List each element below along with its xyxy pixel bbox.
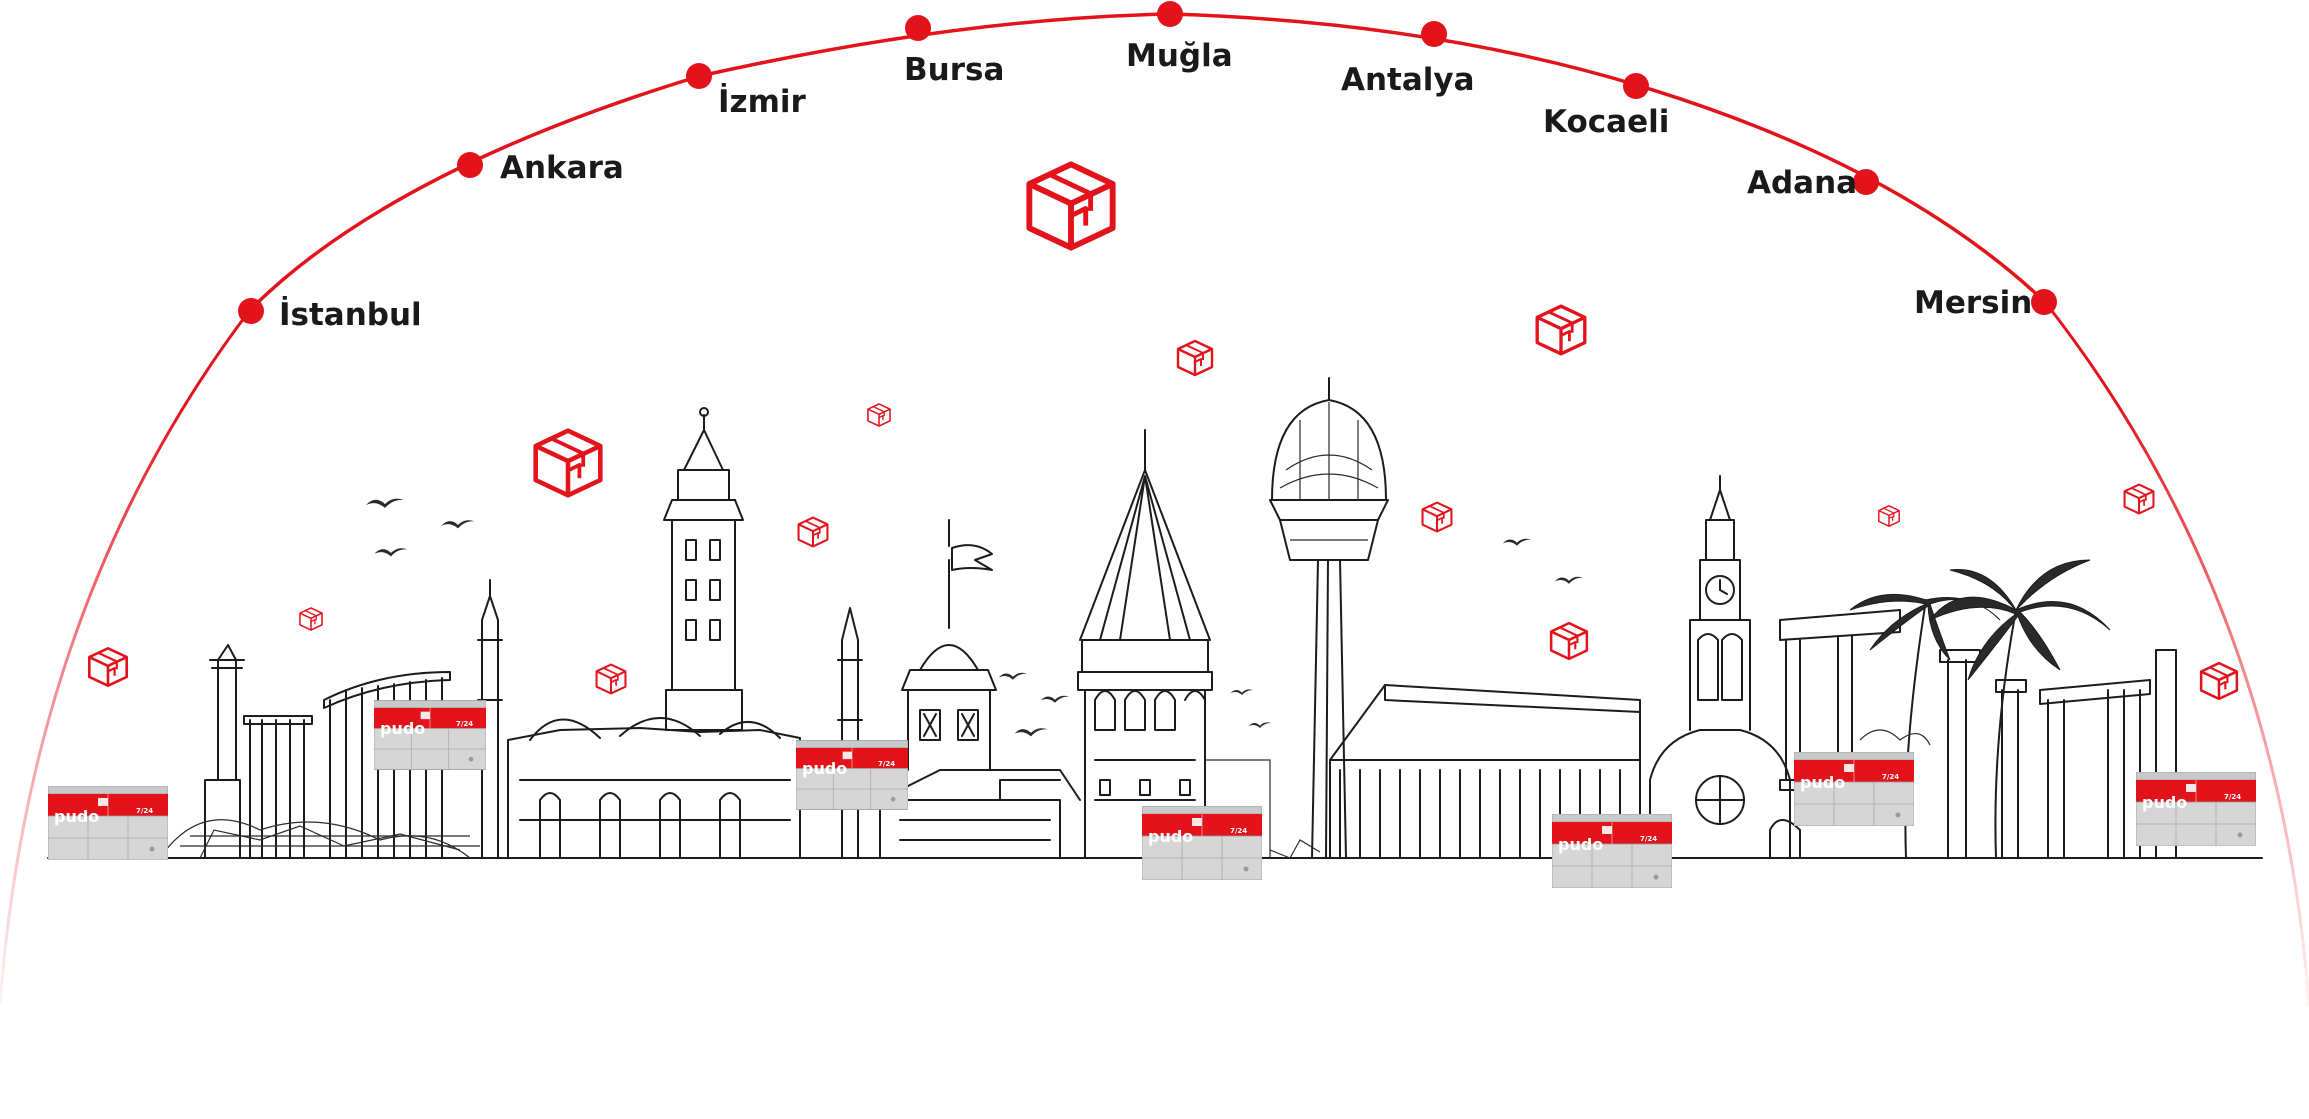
city-marker-mersin[interactable]: Mersin (1914, 285, 2057, 321)
package-box-icon (1878, 505, 1900, 527)
seagull-icon (366, 498, 404, 508)
pudo-locker: pudo 7/24 (2136, 772, 2256, 846)
locker-brand: pudo (380, 719, 425, 738)
locker-brand: pudo (1800, 773, 1845, 792)
floating-parcels (87, 164, 2239, 701)
package-box-icon (2199, 661, 2239, 701)
pudo-locker: pudo 7/24 (1142, 806, 1262, 880)
galata-tower (1077, 429, 1271, 859)
seagull-icon (1248, 722, 1272, 728)
seagull-icon (1014, 728, 1048, 737)
city-marker-kocaeli[interactable]: Kocaeli (1543, 73, 1669, 140)
city-marker-antalya[interactable]: Antalya (1341, 21, 1475, 98)
city-marker-izmir[interactable]: İzmir (686, 63, 807, 120)
city-label-mugla: Muğla (1126, 38, 1233, 74)
package-box-icon (87, 646, 129, 688)
package-box-icon (2123, 483, 2155, 515)
locker-hours: 7/24 (878, 760, 895, 768)
izmir-clock-tower (1639, 475, 1801, 859)
locker-hours: 7/24 (1230, 827, 1247, 835)
seagull-icon (1502, 538, 1532, 546)
seagull-icon (1040, 695, 1070, 703)
anitkabir (1269, 684, 1641, 859)
pudo-locker: pudo 7/24 (1794, 752, 1914, 826)
city-label-bursa: Bursa (904, 52, 1004, 88)
city-label-mersin: Mersin (1914, 285, 2032, 321)
city-marker-adana[interactable]: Adana (1747, 165, 1879, 201)
city-markers: İstanbul Ankara İzmir Bursa Muğla Antaly… (238, 1, 2057, 333)
bursa-mosque-clock-tower (477, 407, 863, 859)
package-box-icon (1029, 164, 1112, 247)
package-box-icon (1535, 304, 1587, 356)
package-box-icon (867, 403, 891, 427)
city-marker-bursa[interactable]: Bursa (904, 15, 1004, 88)
locker-hours: 7/24 (136, 807, 153, 815)
ancient-columns-palms-right (1779, 559, 2177, 859)
locker-hours: 7/24 (2224, 793, 2241, 801)
locker-hours: 7/24 (1640, 835, 1657, 843)
city-marker-mugla[interactable]: Muğla (1126, 1, 1233, 74)
city-label-istanbul: İstanbul (279, 297, 422, 333)
city-label-izmir: İzmir (718, 84, 807, 120)
seagull-icon (998, 672, 1028, 680)
package-box-icon (595, 663, 627, 695)
city-marker-ankara[interactable]: Ankara (457, 150, 624, 186)
package-box-icon (1421, 501, 1453, 533)
maidens-tower (879, 519, 1081, 859)
seagull-icon (1554, 576, 1584, 584)
pudo-locker: pudo 7/24 (1552, 814, 1672, 888)
seagull-icon (374, 548, 408, 557)
package-box-icon (797, 516, 829, 548)
city-label-adana: Adana (1747, 165, 1857, 201)
city-skyline-sketch (47, 377, 2263, 859)
locker-brand: pudo (2142, 793, 2187, 812)
pudo-locker: pudo 7/24 (796, 740, 908, 810)
locker-hours: 7/24 (1882, 773, 1899, 781)
package-box-icon (536, 431, 601, 496)
city-label-antalya: Antalya (1341, 62, 1475, 98)
package-box-icon (299, 607, 323, 631)
seagull-icon (441, 520, 475, 529)
city-marker-istanbul[interactable]: İstanbul (238, 297, 422, 333)
locker-hours: 7/24 (456, 720, 473, 728)
city-label-ankara: Ankara (500, 150, 624, 186)
locker-brand: pudo (1558, 835, 1603, 854)
locker-brand: pudo (54, 807, 99, 826)
pudo-lockers: pudo 7/24 pudo 7/24 pudo 7/24 pudo 7/24 … (48, 700, 2256, 888)
locker-brand: pudo (802, 759, 847, 778)
package-box-icon (1176, 339, 1214, 377)
seagull-icon (1230, 689, 1254, 695)
locker-brand: pudo (1148, 827, 1193, 846)
pudo-locker: pudo 7/24 (48, 786, 168, 860)
pudo-locker: pudo 7/24 (374, 700, 486, 770)
atakule-tower (1269, 377, 1389, 859)
city-label-kocaeli: Kocaeli (1543, 104, 1669, 140)
package-box-icon (1549, 621, 1589, 661)
